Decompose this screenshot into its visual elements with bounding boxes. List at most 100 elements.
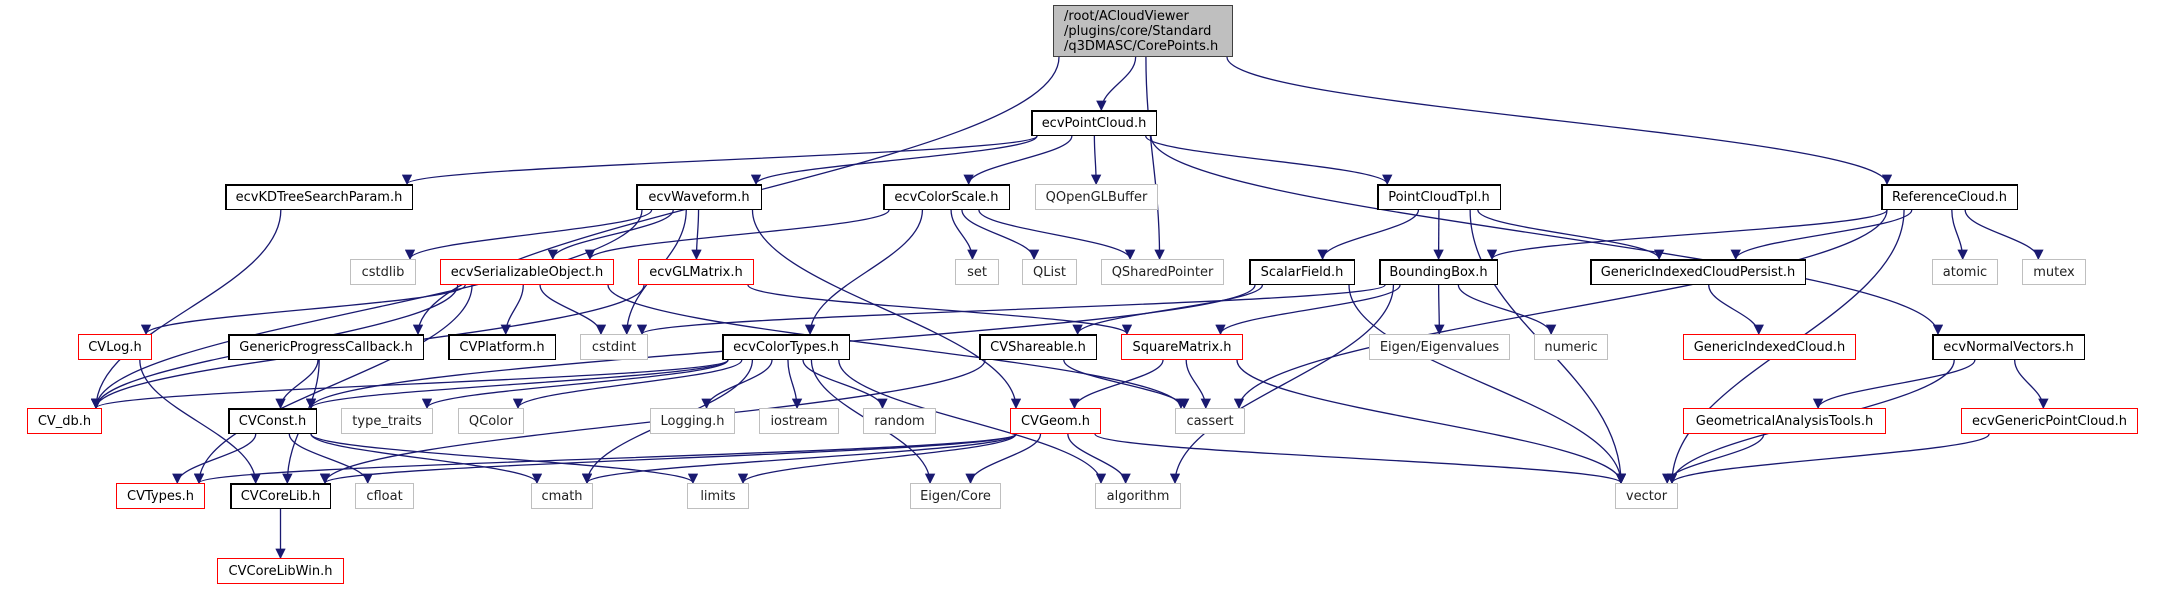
edge-CVConst-to-limits (310, 433, 699, 485)
node-numeric[interactable]: numeric (1534, 334, 1608, 360)
edge-ecvWaveform-to-CV_db (90, 209, 643, 410)
node-ecvserializableobject[interactable]: ecvSerializableObject.h (440, 259, 614, 285)
node-genericindexedcloud[interactable]: GenericIndexedCloud.h (1683, 334, 1856, 360)
edge-ecvSerializableObject-to-CVTypes (193, 284, 473, 485)
node-iostream[interactable]: iostream (759, 408, 839, 434)
edge-ecvWaveform-to-ecvGLMatrix (691, 209, 702, 261)
edge-ecvGLMatrix-to-SquareMatrix (747, 284, 1133, 336)
edge-CVConst-to-CVTypes (172, 433, 257, 485)
node-limits[interactable]: limits (687, 483, 749, 509)
node-ecvcolorscale[interactable]: ecvColorScale.h (883, 184, 1010, 210)
node-cvgeom[interactable]: CVGeom.h (1010, 408, 1101, 434)
node-type-traits[interactable]: type_traits (341, 408, 433, 434)
edge-ecvWaveform-to-cstdlib (404, 209, 653, 261)
edge-CVGeom-to-cmath (582, 433, 1017, 485)
node-ecvwaveform[interactable]: ecvWaveform.h (636, 184, 762, 210)
node-cv-db[interactable]: CV_db.h (27, 408, 102, 434)
node-ecvcolortypes[interactable]: ecvColorTypes.h (722, 334, 850, 360)
node-mutex[interactable]: mutex (2022, 259, 2086, 285)
node-random[interactable]: random (863, 408, 936, 434)
node-qlist[interactable]: QList (1022, 259, 1077, 285)
edge-ecvPointCloud-to-ecvColorScale (963, 135, 1073, 186)
node-squarematrix[interactable]: SquareMatrix.h (1121, 334, 1243, 360)
edge-CVGeom-to-CVTypes (194, 433, 1017, 485)
edge-CVShareable-to-cassert (1063, 359, 1190, 410)
edge-ecvWaveform-to-ecvSerializableObject (547, 209, 674, 261)
edge-GenericProgressCallback-to-CVConst (275, 359, 319, 410)
node-ecvgenericpointcloud[interactable]: ecvGenericPointCloud.h (1961, 408, 2138, 434)
node-ecvnormalvectors[interactable]: ecvNormalVectors.h (1932, 334, 2085, 360)
node-cvlog[interactable]: CVLog.h (78, 334, 152, 360)
node-cvtypes[interactable]: CVTypes.h (116, 483, 205, 509)
node-genericprogresscallback[interactable]: GenericProgressCallback.h (228, 334, 424, 360)
node-qcolor[interactable]: QColor (458, 408, 524, 434)
edge-PointCloudTpl-to-ScalarField (1317, 209, 1420, 261)
edge-ecvColorTypes-to-Logging (701, 359, 773, 410)
edge-root-to-QSharedPointer (1145, 56, 1165, 261)
edge-CVGeom-to-limits (737, 433, 1017, 485)
edge-ScalarField-to-vector (1348, 284, 1627, 485)
edge-CVGeom-to-vector (1094, 433, 1626, 485)
node-cmath[interactable]: cmath (531, 483, 593, 509)
node-cassert[interactable]: cassert (1175, 408, 1245, 434)
edge-PointCloudTpl-to-GenericIndexedCloudPersist (1477, 209, 1665, 261)
edge-ReferenceCloud-to-cassert (1233, 209, 1888, 410)
node-geometricalanalysistools[interactable]: GeometricalAnalysisTools.h (1683, 408, 1886, 434)
edge-ecvPointCloud-to-QOpenGLBuffer (1090, 135, 1102, 186)
edge-ReferenceCloud-to-BoundingBox (1486, 209, 1888, 261)
edge-ecvColorTypes-to-CV_db (91, 359, 729, 410)
edge-ecvNormalVectors-to-ecvGenericPointCloud (2014, 359, 2049, 410)
node-cvconst[interactable]: CVConst.h (228, 408, 317, 434)
node-vector[interactable]: vector (1615, 483, 1678, 509)
node-algorithm[interactable]: algorithm (1095, 483, 1181, 509)
node-boundingbox[interactable]: BoundingBox.h (1379, 259, 1498, 285)
edge-ecvKDTreeSearchParam-to-CV_db (90, 209, 282, 410)
node-cvcorelibwin[interactable]: CVCoreLibWin.h (217, 558, 344, 584)
edge-SquareMatrix-to-CVGeom (1069, 359, 1164, 410)
edge-CVConst-to-cfloat (288, 433, 373, 485)
edge-ecvColorScale-to-ecvColorTypes (804, 209, 924, 336)
node-referencecloud[interactable]: ReferenceCloud.h (1881, 184, 2018, 210)
node-eigen-core[interactable]: Eigen/Core (910, 483, 1001, 509)
node-qsharedpointer[interactable]: QSharedPointer (1101, 259, 1224, 285)
edge-ecvSerializableObject-to-CVPlatform (500, 284, 524, 336)
edge-root-to-ecvPointCloud (1096, 56, 1137, 112)
edge-ecvWaveform-to-CVGeom (751, 209, 1022, 410)
node-cstdint[interactable]: cstdint (580, 334, 648, 360)
node-logging[interactable]: Logging.h (650, 408, 735, 434)
node-cfloat[interactable]: cfloat (355, 483, 414, 509)
node-pointcloudtpl[interactable]: PointCloudTpl.h (1377, 184, 1501, 210)
root-path-line-1: /root/ACloudViewer (1064, 8, 1189, 24)
node-cvshareable[interactable]: CVShareable.h (979, 334, 1097, 360)
edge-ecvColorTypes-to-random (802, 359, 888, 410)
edge-ecvPointCloud-to-ecvWaveform (750, 135, 1038, 186)
node-root-corepoints[interactable]: /root/ACloudViewer /plugins/core/Standar… (1053, 5, 1233, 57)
node-ecvpointcloud[interactable]: ecvPointCloud.h (1031, 110, 1157, 136)
edge-ecvColorTypes-to-iostream (787, 359, 803, 410)
node-cvplatform[interactable]: CVPlatform.h (448, 334, 556, 360)
edge-GenericIndexedCloudPersist-to-GenericIndexedCloud (1708, 284, 1764, 336)
node-genericindexedcloudpersist[interactable]: GenericIndexedCloudPersist.h (1590, 259, 1806, 285)
node-cstdlib[interactable]: cstdlib (350, 259, 416, 285)
node-ecvkdtreesearchparam[interactable]: ecvKDTreeSearchParam.h (225, 184, 413, 210)
node-ecvglmatrix[interactable]: ecvGLMatrix.h (638, 259, 754, 285)
node-eigen-eigenvalues[interactable]: Eigen/Eigenvalues (1369, 334, 1510, 360)
node-qopenglbuffer[interactable]: QOpenGLBuffer (1035, 184, 1158, 210)
root-path-line-3: /q3DMASC/CorePoints.h (1064, 38, 1219, 54)
edge-ecvPointCloud-to-ecvKDTreeSearchParam (402, 135, 1038, 186)
edge-BoundingBox-to-EigenEigenvalues (1434, 284, 1445, 336)
edge-ecvPointCloud-to-PointCloudTpl (1145, 135, 1393, 186)
edge-ecvColorScale-to-set (950, 209, 978, 261)
node-set[interactable]: set (955, 259, 999, 285)
edge-BoundingBox-to-algorithm (1169, 284, 1395, 485)
edge-ecvColorScale-to-QSharedPointer (978, 209, 1136, 261)
edge-ReferenceCloud-to-atomic (1951, 209, 1968, 261)
edge-CVGeom-to-algorithm (1067, 433, 1131, 485)
edge-ecvSerializableObject-to-CVLog (140, 284, 466, 336)
node-scalarfield[interactable]: ScalarField.h (1249, 259, 1355, 285)
edge-CVGeom-to-EigenCore (965, 433, 1042, 485)
edge-ecvColorTypes-to-CVConst (306, 359, 729, 410)
node-cvcorelib[interactable]: CVCoreLib.h (230, 483, 331, 509)
node-atomic[interactable]: atomic (1932, 259, 1998, 285)
